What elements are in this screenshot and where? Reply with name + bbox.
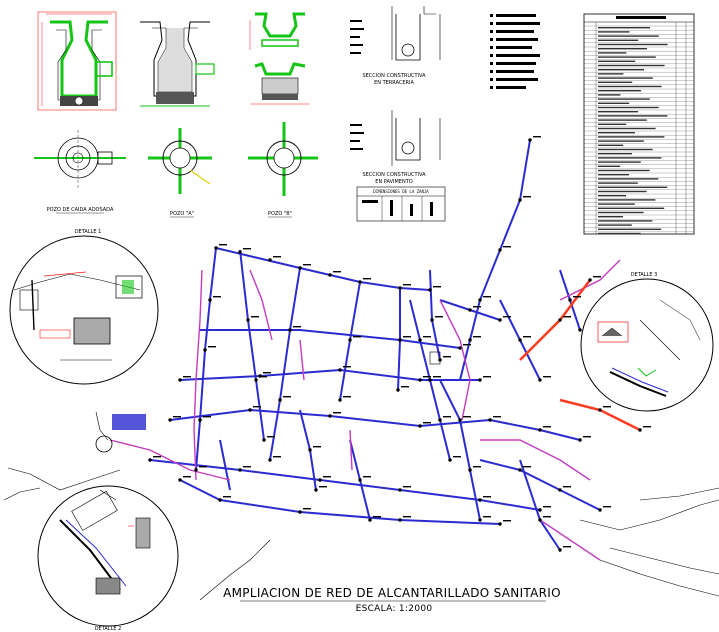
manhole-elevation-1 bbox=[37, 11, 117, 111]
terraceria-title-1: SECCION CONSTRUCTIVA bbox=[362, 73, 426, 79]
drawing-title: AMPLIACION DE RED DE ALCANTARILLADO SANI… bbox=[223, 586, 561, 600]
treatment-area bbox=[95, 351, 441, 453]
quantities-table-rows bbox=[584, 25, 694, 235]
manhole-plans: POZO DE CAIDA ADOSADA POZO "A" POZO "B" bbox=[34, 122, 318, 218]
manhole-elevation-2 bbox=[140, 21, 215, 107]
trench-dimensions-table: DIMENSIONES DE LA ZANJA bbox=[356, 186, 446, 222]
pozo-b-label: POZO "B" bbox=[268, 211, 292, 217]
pavimento-title-1: SECCION CONSTRUCTIVA bbox=[362, 172, 426, 178]
plan-caida-adosada bbox=[34, 130, 126, 190]
detail-1-label: DETALLE 1 bbox=[75, 229, 102, 235]
pavimento-title-2: EN PAVIMENTO bbox=[375, 179, 412, 185]
manhole-elevation-small-1 bbox=[249, 12, 305, 50]
sewer-secondary bbox=[109, 259, 621, 561]
title-block: AMPLIACION DE RED DE ALCANTARILLADO SANI… bbox=[223, 586, 561, 614]
detail-3-label: DETALLE 3 bbox=[631, 272, 658, 278]
trench-table-title: DIMENSIONES DE LA ZANJA bbox=[373, 189, 429, 194]
quantities-table bbox=[583, 13, 695, 235]
pozo-a-label: POZO "A" bbox=[170, 211, 194, 217]
plan-pozo-a bbox=[148, 128, 212, 194]
caida-adosada-label: POZO DE CAIDA ADOSADA bbox=[47, 207, 114, 213]
terrain-lines bbox=[3, 411, 719, 601]
section-pavimento: SECCION CONSTRUCTIVA EN PAVIMENTO bbox=[350, 110, 441, 185]
manhole-elevation-small-2 bbox=[250, 62, 310, 105]
detail-2-label: DETALLE 2 bbox=[95, 626, 122, 632]
manhole-elevations bbox=[37, 11, 310, 111]
notes-block bbox=[490, 14, 540, 89]
detail-3 bbox=[580, 278, 714, 412]
detail-1 bbox=[9, 235, 159, 385]
manhole-markers bbox=[148, 136, 651, 552]
sewer-network bbox=[3, 136, 719, 601]
plan-pozo-b bbox=[248, 122, 318, 196]
terraceria-title-2: EN TERRACERIA bbox=[374, 80, 414, 86]
drawing-scale: ESCALA: 1:2000 bbox=[356, 604, 433, 614]
detail-2 bbox=[37, 485, 179, 627]
section-terraceria: SECCION CONSTRUCTIVA EN TERRACERIA bbox=[350, 6, 441, 86]
